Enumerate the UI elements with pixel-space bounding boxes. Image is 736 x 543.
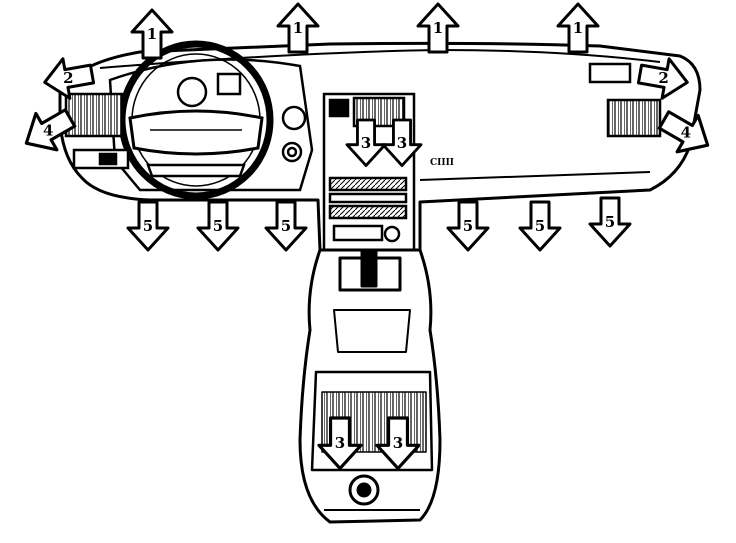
- center-vent-arrow-2-shape: [381, 118, 423, 168]
- footwell-arrow-2-label: 5: [213, 217, 223, 235]
- footwell-arrow-1: [126, 200, 170, 252]
- center-vent-arrow-2-label: 3: [397, 134, 407, 152]
- side-vent-arrow-left-label: 4: [43, 122, 53, 140]
- footwell-arrow-4-shape: [446, 200, 490, 252]
- footwell-arrow-6-label: 5: [605, 213, 615, 231]
- footwell-arrow-2: [196, 200, 240, 252]
- footwell-arrow-6: [588, 196, 632, 248]
- footwell-arrow-3-label: 5: [281, 217, 291, 235]
- side-window-arrow-right-label: 2: [658, 69, 668, 87]
- airflow-labels: 1 1 1 1 2 2 4 4 5 5 5 5 5 5 3 3 3 3: [43, 19, 691, 452]
- defrost-arrow-1-shape: [130, 8, 174, 60]
- defrost-arrow-1-label: 1: [147, 25, 157, 43]
- airflow-arrows: [24, 2, 710, 470]
- center-stack: [322, 92, 416, 252]
- right-side-vent: [588, 62, 662, 138]
- footwell-arrow-5: [518, 200, 562, 252]
- defrost-arrow-1: [130, 8, 174, 60]
- dash-marking: CIIII: [430, 158, 454, 168]
- left-side-vent: [64, 92, 130, 170]
- console-vent-arrow-1-shape: [317, 416, 363, 470]
- side-window-arrow-right: [636, 57, 689, 100]
- footwell-arrow-3-shape: [264, 200, 308, 252]
- side-vent-arrow-right-shape: [657, 110, 710, 154]
- console-vent-arrow-2-shape: [375, 416, 421, 470]
- center-vent-arrow-1: [345, 118, 387, 168]
- defrost-arrow-3: [416, 2, 460, 54]
- center-vent-arrow-1-shape: [345, 118, 387, 168]
- side-vent-arrow-left: [24, 108, 77, 152]
- footwell-arrow-3: [264, 200, 308, 252]
- console-vent-arrow-2-label: 3: [393, 434, 403, 452]
- center-console: [298, 248, 442, 524]
- defrost-arrow-3-shape: [416, 2, 460, 54]
- steering-wheel: [118, 40, 274, 200]
- defrost-arrow-4-shape: [556, 2, 600, 54]
- side-vent-arrow-right: [657, 110, 710, 154]
- footwell-arrow-6-shape: [588, 196, 632, 248]
- side-vent-arrow-left-shape: [24, 108, 77, 152]
- center-vent-arrow-2: [381, 118, 423, 168]
- side-vent-arrow-right-label: 4: [681, 124, 691, 142]
- footwell-arrow-2-shape: [196, 200, 240, 252]
- console-vent-arrow-2: [375, 416, 421, 470]
- side-window-arrow-left-shape: [43, 57, 96, 100]
- defrost-arrow-4: [556, 2, 600, 54]
- footwell-arrow-1-label: 5: [143, 217, 153, 235]
- footwell-arrow-5-label: 5: [535, 217, 545, 235]
- footwell-arrow-5-shape: [518, 200, 562, 252]
- footwell-arrow-4-label: 5: [463, 217, 473, 235]
- defrost-arrow-2-shape: [276, 2, 320, 54]
- side-window-arrow-left-label: 2: [63, 69, 73, 87]
- footwell-arrow-4: [446, 200, 490, 252]
- defrost-arrow-4-label: 1: [573, 19, 583, 37]
- side-window-arrow-left: [43, 57, 96, 100]
- defrost-arrow-2: [276, 2, 320, 54]
- defrost-arrow-2-label: 1: [293, 19, 303, 37]
- side-window-arrow-right-shape: [636, 57, 689, 100]
- footwell-arrow-1-shape: [126, 200, 170, 252]
- console-vent-arrow-1: [317, 416, 363, 470]
- center-vent-arrow-1-label: 3: [361, 134, 371, 152]
- console-vent-arrow-1-label: 3: [335, 434, 345, 452]
- defrost-arrow-3-label: 1: [433, 19, 443, 37]
